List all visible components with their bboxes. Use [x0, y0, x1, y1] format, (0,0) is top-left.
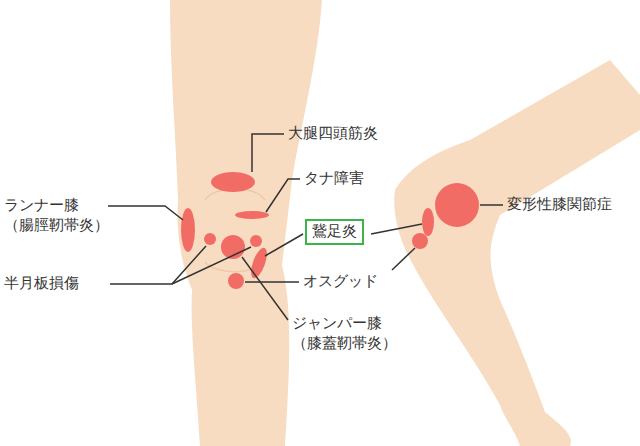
- pain-spot: [181, 208, 195, 252]
- leg-outline: [394, 60, 640, 446]
- pain-spot: [228, 273, 244, 289]
- leader-line: [172, 247, 251, 284]
- pain-spot: [422, 208, 434, 236]
- leader-line: [265, 234, 303, 256]
- condition-label: タナ障害: [304, 169, 364, 189]
- pain-spot: [412, 233, 428, 249]
- pain-spot: [435, 183, 479, 227]
- condition-label: オスグッド: [303, 272, 378, 292]
- leader-line: [245, 281, 299, 283]
- leader-line: [480, 204, 503, 206]
- leader-line: [392, 248, 415, 270]
- pain-spot: [235, 211, 269, 219]
- condition-label: ジャンパー膝 （膝蓋靭帯炎）: [292, 314, 397, 353]
- leader-lines: [108, 134, 503, 320]
- leader-line: [252, 134, 284, 172]
- leader-line: [371, 224, 422, 234]
- condition-label: 変形性膝関節症: [507, 195, 612, 215]
- pain-spots: [181, 172, 479, 289]
- leader-line: [266, 179, 300, 212]
- condition-label: 半月板損傷: [4, 274, 79, 294]
- pain-spot: [248, 246, 270, 280]
- leader-line: [242, 257, 288, 320]
- condition-label: ランナー膝 （腸脛靭帯炎）: [4, 196, 109, 235]
- condition-label: 大腿四頭筋炎: [288, 124, 378, 144]
- leg-front: [170, 0, 322, 446]
- leader-line: [108, 206, 183, 220]
- condition-label: 鵞足炎: [307, 221, 362, 243]
- leg-outline: [170, 0, 322, 446]
- leg-bent: [394, 60, 640, 446]
- leader-line: [110, 246, 206, 284]
- pain-spot: [211, 172, 255, 192]
- highlight-box: 鵞足炎: [305, 219, 364, 245]
- pain-spot: [250, 235, 262, 247]
- pain-spot: [204, 233, 216, 245]
